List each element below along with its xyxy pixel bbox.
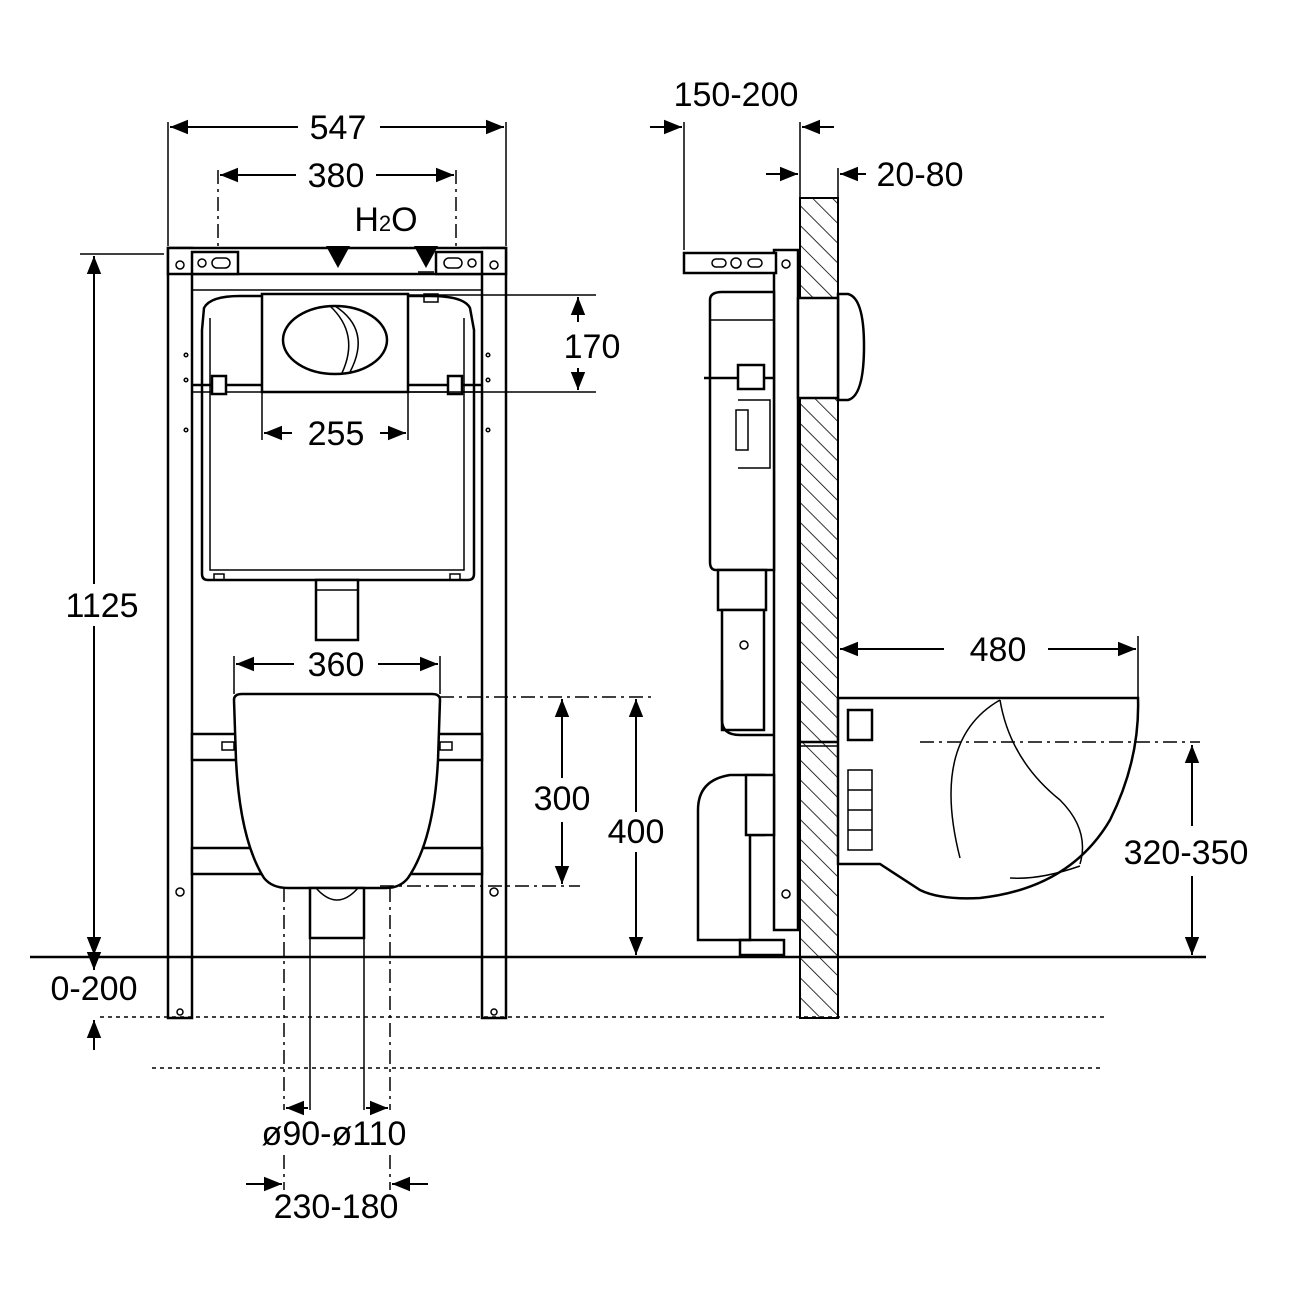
- side-bracket: [682, 251, 778, 275]
- clip-left: [210, 374, 228, 396]
- front-view: [166, 246, 508, 1020]
- dim-255-label: 255: [308, 415, 365, 453]
- water-label: H2O: [354, 201, 417, 239]
- flush-plate-side: [836, 292, 866, 402]
- dim-380-label: 380: [308, 157, 365, 195]
- dim-1125-label: 1125: [65, 587, 138, 625]
- frame-left-post: [166, 246, 194, 1020]
- frame-right-post: [480, 246, 508, 1020]
- dim-230-180-label: 230-180: [274, 1188, 399, 1226]
- cistern-side: [708, 290, 776, 572]
- water-inlet-arrow-left-icon: [326, 246, 350, 268]
- bracket-left: [190, 250, 240, 276]
- water-inlet-arrow-right-icon: [414, 246, 438, 268]
- dim-360-label: 360: [308, 646, 365, 684]
- side-view: [682, 197, 1140, 1019]
- dim-pipe-diameter-label: ø90-ø110: [262, 1115, 407, 1153]
- flush-pipe: [314, 578, 360, 642]
- dim-320-350-label: 320-350: [1124, 834, 1249, 872]
- dim-400-label: 400: [608, 813, 665, 851]
- dim-0-200-label: 0-200: [51, 970, 138, 1008]
- wc-bowl-front: [232, 692, 442, 890]
- side-dimensions: 150-200 20-80 480 320-350: [650, 76, 1248, 955]
- dim-300-label: 300: [534, 780, 591, 818]
- clip-right: [446, 374, 464, 396]
- flush-pipe-side: [720, 608, 766, 732]
- dim-547-label: 547: [310, 109, 367, 147]
- dim-170-label: 170: [564, 328, 621, 366]
- bracket-right: [434, 250, 484, 276]
- dim-480-label: 480: [970, 631, 1027, 669]
- front-dimensions: 547 380 H2O 170 255 1125 360: [30, 109, 1206, 1226]
- flush-button: [281, 304, 389, 376]
- drain-connector: [308, 886, 366, 940]
- wc-bowl-side: [836, 696, 1140, 900]
- dim-20-80-label: 20-80: [877, 156, 964, 194]
- side-frame-post: [772, 248, 800, 932]
- dim-150-200-label: 150-200: [674, 76, 799, 114]
